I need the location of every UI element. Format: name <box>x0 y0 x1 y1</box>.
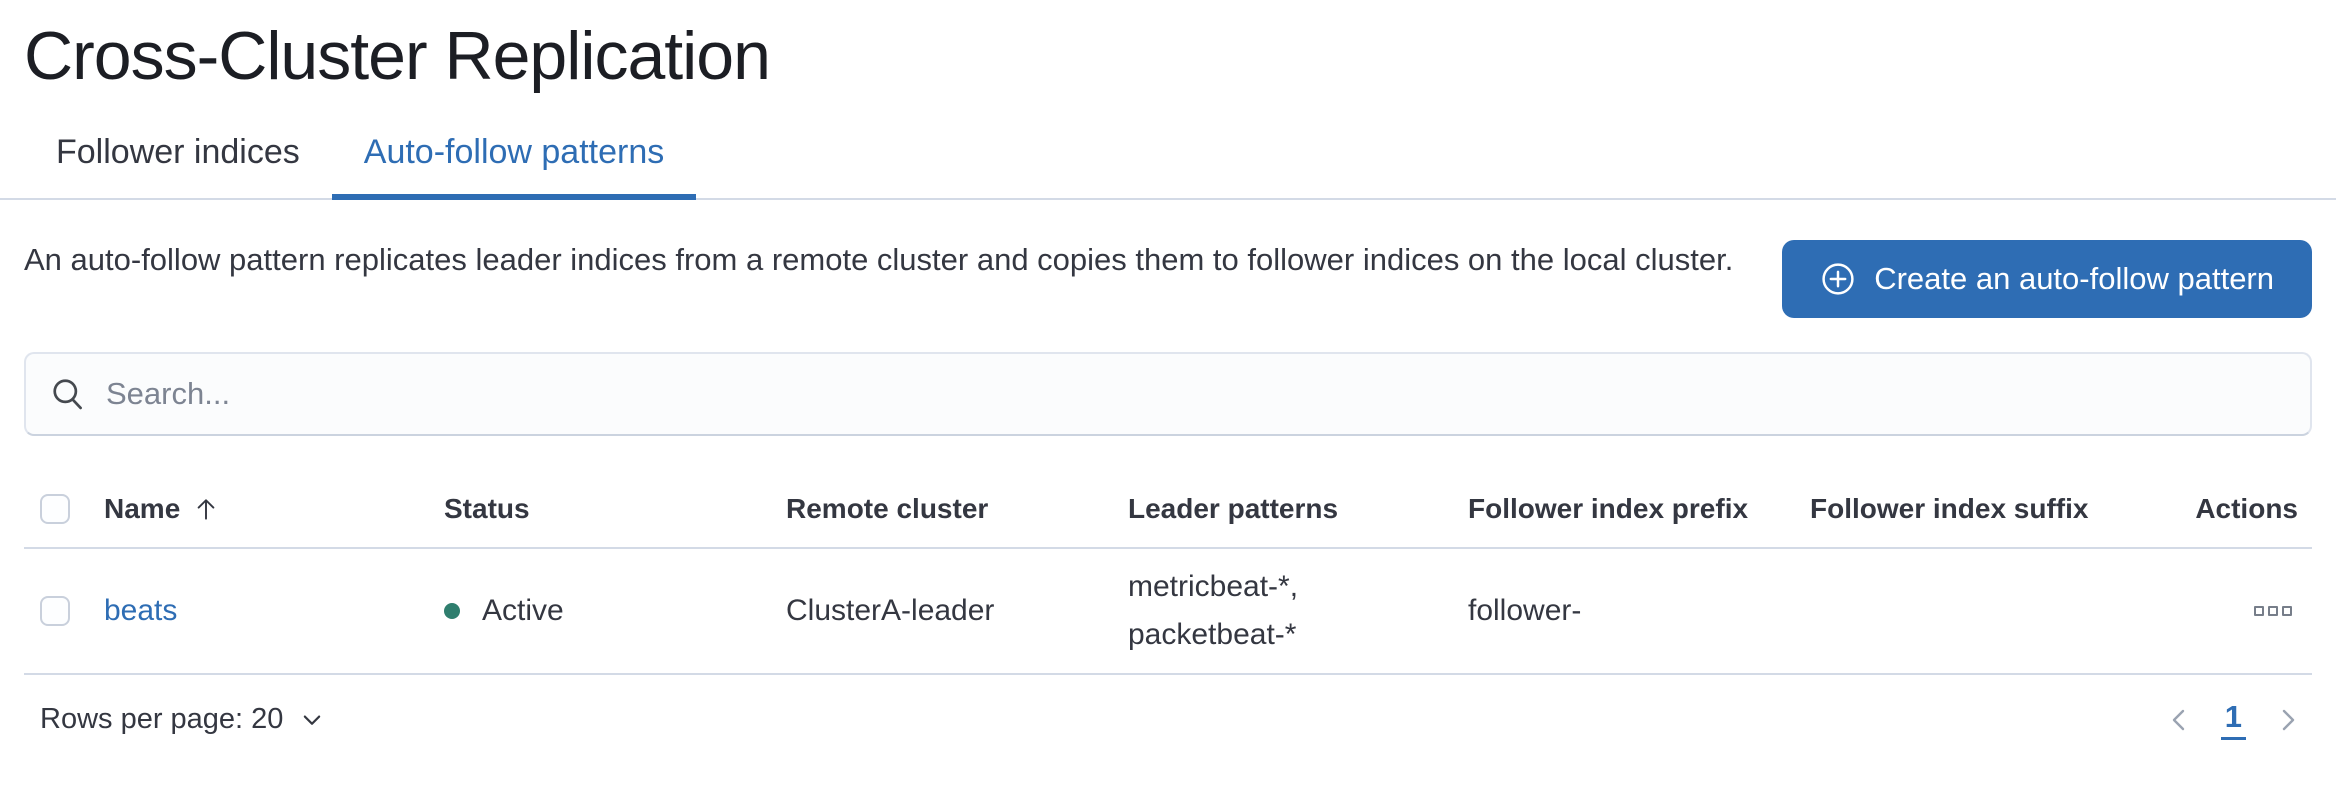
chevron-left-icon <box>2163 704 2195 736</box>
select-all-checkbox[interactable] <box>40 493 70 524</box>
page-description: An auto-follow pattern replicates leader… <box>24 241 1734 277</box>
column-header-name[interactable]: Name <box>88 492 428 526</box>
status-label: Active <box>482 594 564 628</box>
pattern-name-link[interactable]: beats <box>104 594 178 628</box>
remote-cluster-cell: ClusterA-leader <box>786 594 995 628</box>
auto-follow-patterns-table: Name Status Remote cluster Leader patter… <box>24 466 2312 676</box>
chevron-down-icon <box>297 705 327 735</box>
previous-page-button[interactable] <box>2157 696 2201 744</box>
row-checkbox[interactable] <box>40 596 70 627</box>
tab-follower-indices[interactable]: Follower indices <box>24 116 332 198</box>
create-auto-follow-pattern-button[interactable]: Create an auto-follow pattern <box>1782 239 2312 318</box>
leader-patterns-cell: metricbeat-*, packetbeat-* <box>1128 570 1299 652</box>
follower-index-prefix-cell: follower- <box>1468 594 1582 628</box>
page-1-button[interactable]: 1 <box>2220 699 2246 741</box>
rows-per-page-label: Rows per page: 20 <box>40 703 284 736</box>
sort-ascending-icon <box>192 495 220 523</box>
status-cell: Active <box>428 587 770 635</box>
column-header-name-label: Name <box>104 492 181 524</box>
table-footer: Rows per page: 20 1 <box>24 695 2312 744</box>
search-input[interactable] <box>106 375 2286 412</box>
rows-per-page-button[interactable]: Rows per page: 20 <box>24 695 335 744</box>
page-title: Cross-Cluster Replication <box>24 18 771 94</box>
column-header-follower-index-suffix[interactable]: Follower index suffix <box>1810 492 2089 524</box>
table-row: beats Active ClusterA-leader metricbeat-… <box>24 549 2312 676</box>
column-header-status[interactable]: Status <box>444 492 530 524</box>
tabs: Follower indices Auto-follow patterns <box>0 116 2336 200</box>
plus-in-circle-icon <box>1820 261 1856 297</box>
column-header-leader-patterns[interactable]: Leader patterns <box>1128 492 1339 524</box>
column-header-actions: Actions <box>2195 492 2298 524</box>
search-icon <box>50 376 86 412</box>
table-header-row: Name Status Remote cluster Leader patter… <box>24 466 2312 550</box>
intro-row: An auto-follow pattern replicates leader… <box>24 236 2312 318</box>
column-header-follower-index-prefix[interactable]: Follower index prefix <box>1468 492 1749 524</box>
column-header-remote-cluster[interactable]: Remote cluster <box>786 492 989 524</box>
next-page-button[interactable] <box>2266 696 2310 744</box>
search-bar <box>24 351 2312 436</box>
tab-auto-follow-patterns[interactable]: Auto-follow patterns <box>331 116 697 200</box>
status-active-dot-icon <box>444 603 460 620</box>
pagination: 1 <box>2157 696 2312 744</box>
chevron-right-icon <box>2272 704 2304 736</box>
row-actions-icon[interactable] <box>2248 600 2298 622</box>
create-button-label: Create an auto-follow pattern <box>1874 260 2274 296</box>
